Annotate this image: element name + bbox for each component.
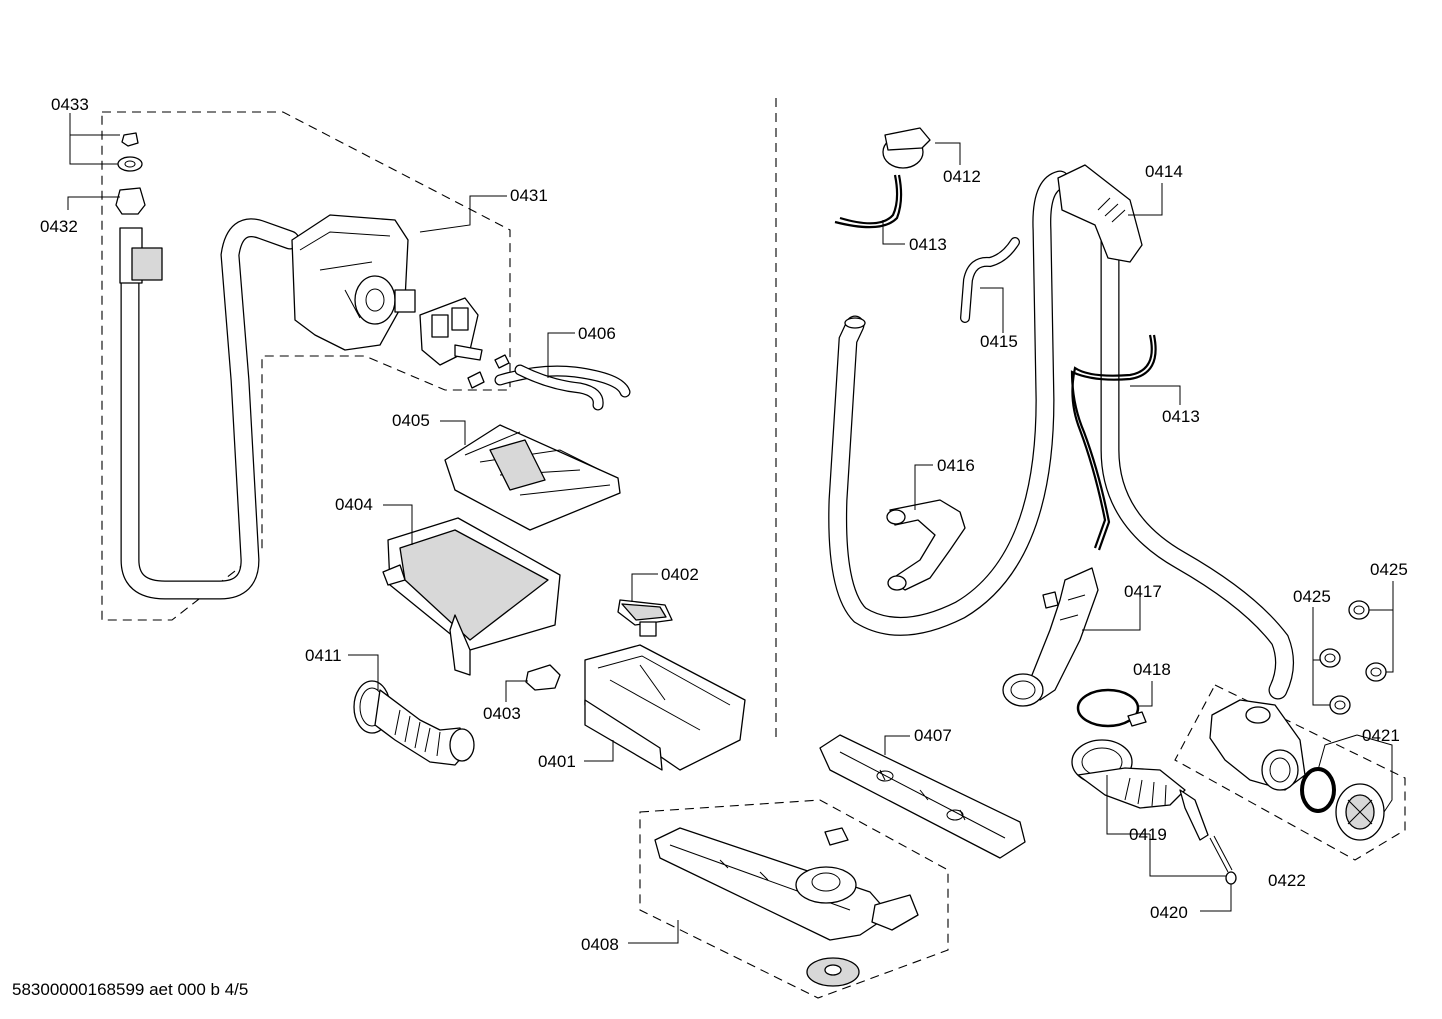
label-0405: 0405 [392,411,430,430]
group-outline-drain-pump [1174,684,1406,861]
label-0404: 0404 [335,495,373,514]
base-rail-part [654,827,919,987]
label-0401: 0401 [538,752,576,771]
label-0413-lower: 0413 [1162,407,1200,426]
label-0412: 0412 [943,167,981,186]
group-outline-base-rail [639,799,949,999]
clip-part [525,664,561,691]
label-0432: 0432 [40,217,78,236]
label-0421: 0421 [1362,726,1400,745]
sump-part [1071,739,1237,885]
label-0414: 0414 [1145,162,1183,181]
label-0431: 0431 [510,186,548,205]
pressure-sensor-part [834,127,931,229]
drawing-reference-number: 58300000168599 aet 000 b 4/5 [12,980,249,999]
label-0413-upper: 0413 [909,235,947,254]
hose-clamp-part [1076,688,1147,728]
label-0420: 0420 [1150,903,1188,922]
detergent-tray-part [382,517,561,676]
label-0419: 0419 [1129,825,1167,844]
hose-bracket-part [886,499,966,591]
label-0406: 0406 [578,324,616,343]
drain-hose-part [828,164,1294,700]
group-outline-water-inlet [101,111,511,621]
label-0407: 0407 [914,726,952,745]
hose-set-part [467,354,631,411]
label-0425-right: 0425 [1370,560,1408,579]
sump-hose-part [1002,567,1099,707]
label-0416: 0416 [937,456,975,475]
valve-block-part [291,214,483,366]
label-0417: 0417 [1124,582,1162,601]
cap-parts [1319,600,1387,715]
label-0433: 0433 [51,95,89,114]
part-labels: 0433 0432 0431 0406 0405 0404 0402 0411 … [40,95,1408,954]
vent-hose-part [960,237,1020,323]
bellows-hose-part [353,680,475,766]
dispenser-cover-part [444,424,621,531]
drain-pump-part [1209,699,1385,841]
label-0418: 0418 [1133,660,1171,679]
drawer-housing-part [584,644,746,771]
label-0425-left: 0425 [1293,587,1331,606]
label-0408: 0408 [581,935,619,954]
label-0415: 0415 [980,332,1018,351]
label-0422: 0422 [1268,871,1306,890]
label-0411: 0411 [305,646,342,665]
label-0402: 0402 [661,565,699,584]
rail-part [819,734,1026,859]
siphon-cap-part [617,599,673,637]
label-0403: 0403 [483,704,521,723]
leader-lines [67,113,1394,944]
inlet-hose-part [115,132,300,600]
cable-part [1070,334,1157,551]
